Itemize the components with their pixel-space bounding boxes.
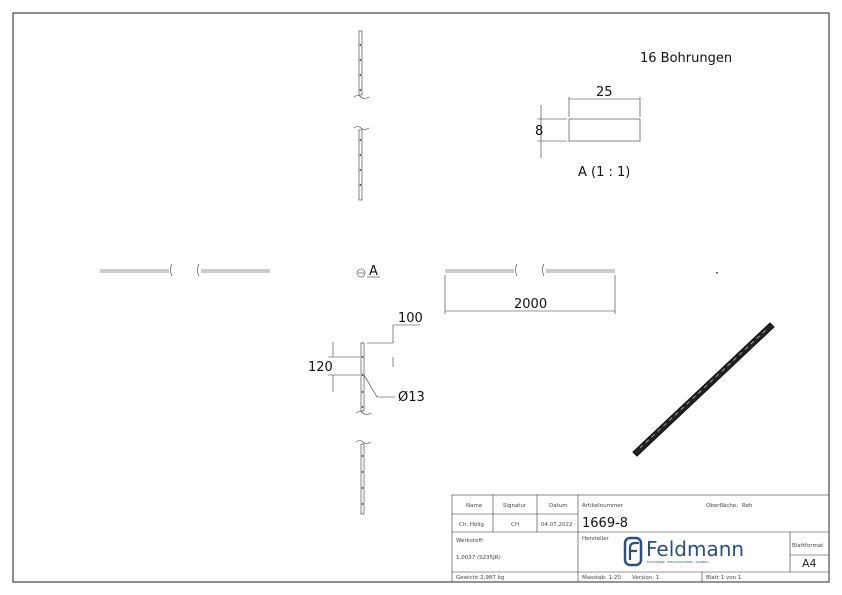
- scale: Masstab: 1:20: [582, 575, 621, 581]
- horizontal-view-right: 2000: [444, 263, 718, 314]
- detail-marker: A: [356, 264, 380, 279]
- sheet-format-label: Blattformat: [792, 543, 824, 549]
- detail-marker-label: A: [369, 264, 378, 279]
- weight: Gewicht 2,987 kg: [456, 575, 504, 581]
- dimension-height: 8: [535, 124, 543, 139]
- date-value: 04.07.2022: [541, 522, 573, 528]
- surface-label: Oberfläche:: [706, 503, 738, 509]
- horizontal-view-left: [100, 263, 270, 277]
- date-label: Datum: [549, 503, 568, 509]
- title-block: Name Signatur Datum Ch. Hölig CH 04.07.2…: [451, 494, 830, 583]
- name-value: Ch. Hölig: [459, 522, 484, 528]
- sheet-format-value: A4: [802, 557, 817, 570]
- detail-view-a: 16 Bohrungen 25 8 A (1 : 1): [535, 51, 732, 180]
- feldmann-logo: Feldmann SCHLOSSEREI · EDELSTAHLHANDEL ·…: [623, 536, 744, 567]
- manufacturer-label: Hersteller: [582, 536, 610, 542]
- version: Version: 1: [632, 575, 659, 581]
- material-value: 1.0037 (S235JR): [456, 555, 501, 561]
- logo-tagline: SCHLOSSEREI · EDELSTAHLHANDEL · ZAUNBAU: [647, 560, 708, 564]
- dimension-hole-diameter: Ø13: [398, 390, 425, 405]
- dimension-length: 2000: [514, 297, 547, 312]
- name-label: Name: [466, 503, 483, 509]
- article-value: 1669-8: [582, 516, 628, 531]
- hole-count-note: 16 Bohrungen: [640, 51, 732, 66]
- signature-label: Signatur: [503, 503, 527, 509]
- vertical-view-top: [353, 30, 370, 201]
- sheet-number: Blatt 1 von 1: [706, 575, 741, 581]
- dimension-hole-spacing: 120: [308, 360, 333, 375]
- dimension-first-hole: 100: [398, 311, 423, 326]
- detail-label: A (1 : 1): [578, 165, 630, 180]
- logo-text: Feldmann: [646, 537, 744, 561]
- drawing-frame: [12, 12, 830, 583]
- signature-value: CH: [511, 522, 519, 528]
- dimension-width: 25: [596, 85, 613, 100]
- article-label: Artikelnummer: [582, 503, 624, 509]
- material-label: Werkstoff:: [456, 538, 484, 544]
- isometric-view: [632, 322, 775, 457]
- vertical-view-bottom: 100 120 Ø13: [308, 311, 425, 515]
- surface-value: Roh: [742, 503, 753, 509]
